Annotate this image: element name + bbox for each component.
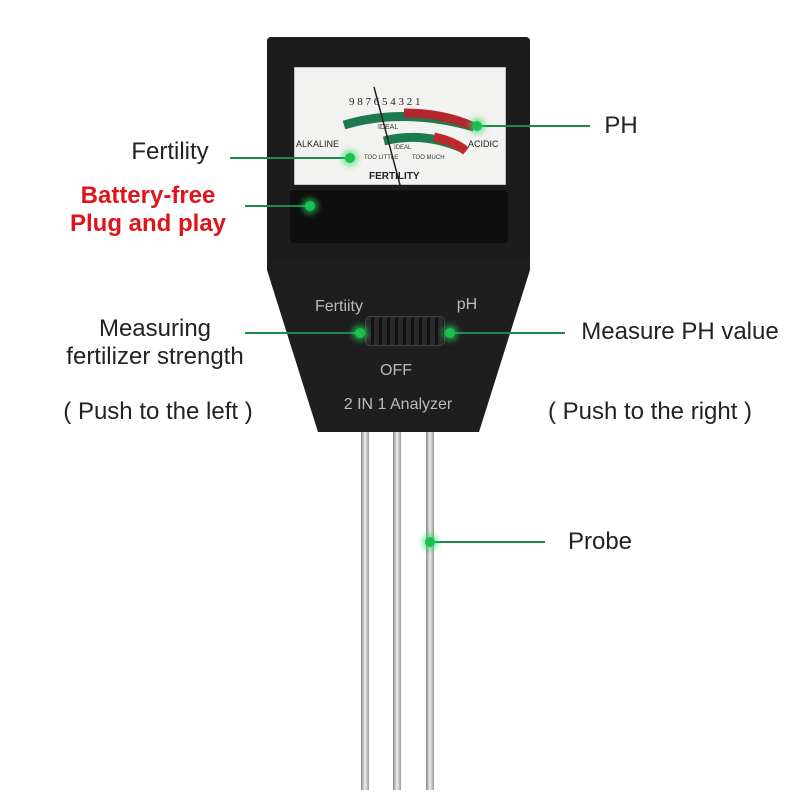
label-push-left: ( Push to the left ): [63, 398, 253, 425]
callout-line-fertility: [230, 157, 350, 159]
label-measuring: Measuring: [98, 315, 212, 342]
callout-dot-battery: [305, 201, 315, 211]
probe-left: [361, 430, 369, 790]
device-body-lower: [267, 260, 530, 432]
meter-alkaline: ALKALINE: [296, 139, 339, 149]
switch-label-off: OFF: [380, 362, 412, 379]
label-measure-ph: Measure PH value: [581, 318, 779, 345]
display-panel: [290, 190, 508, 243]
callout-line-ph-value: [450, 332, 565, 334]
callout-dot-ph-value: [445, 328, 455, 338]
meter-acidic: ACIDIC: [468, 139, 499, 149]
callout-dot-ph: [472, 121, 482, 131]
callout-line-probe: [430, 541, 545, 543]
meter-fertility: FERTILITY: [369, 171, 420, 182]
label-probe: Probe: [567, 528, 633, 555]
label-fertilizer-strength: fertilizer strength: [66, 343, 244, 370]
meter-too-much: TOO MUCH: [412, 155, 445, 161]
model-label: 2 IN 1 Analyzer: [343, 396, 453, 413]
meter-window: 9 8 7 6 5 4 3 2 1 ALKALINE ACIDIC IDEAL …: [294, 67, 506, 185]
mode-switch[interactable]: [365, 316, 445, 346]
label-battery-free: Battery-free: [80, 182, 216, 209]
callout-line-ph: [477, 125, 590, 127]
callout-dot-probe: [425, 537, 435, 547]
callout-line-battery: [245, 205, 310, 207]
callout-line-measuring: [245, 332, 360, 334]
switch-label-ph: pH: [456, 296, 478, 313]
meter-scale: 9 8 7 6 5 4 3 2 1: [349, 96, 421, 108]
label-plug-and-play: Plug and play: [69, 210, 227, 237]
meter-ideal-fertility: IDEAL: [394, 145, 412, 151]
meter-too-little: TOO LITTLE: [364, 155, 398, 161]
callout-dot-fertility: [345, 153, 355, 163]
label-push-right: ( Push to the right ): [547, 398, 753, 425]
probe-middle: [393, 430, 401, 790]
switch-label-fertility: Fertiity: [315, 298, 363, 315]
probe-right: [426, 430, 434, 790]
label-fertility: Fertility: [131, 138, 209, 165]
label-ph: PH: [604, 112, 638, 139]
callout-dot-measuring: [355, 328, 365, 338]
meter-ideal-ph: IDEAL: [378, 124, 398, 131]
